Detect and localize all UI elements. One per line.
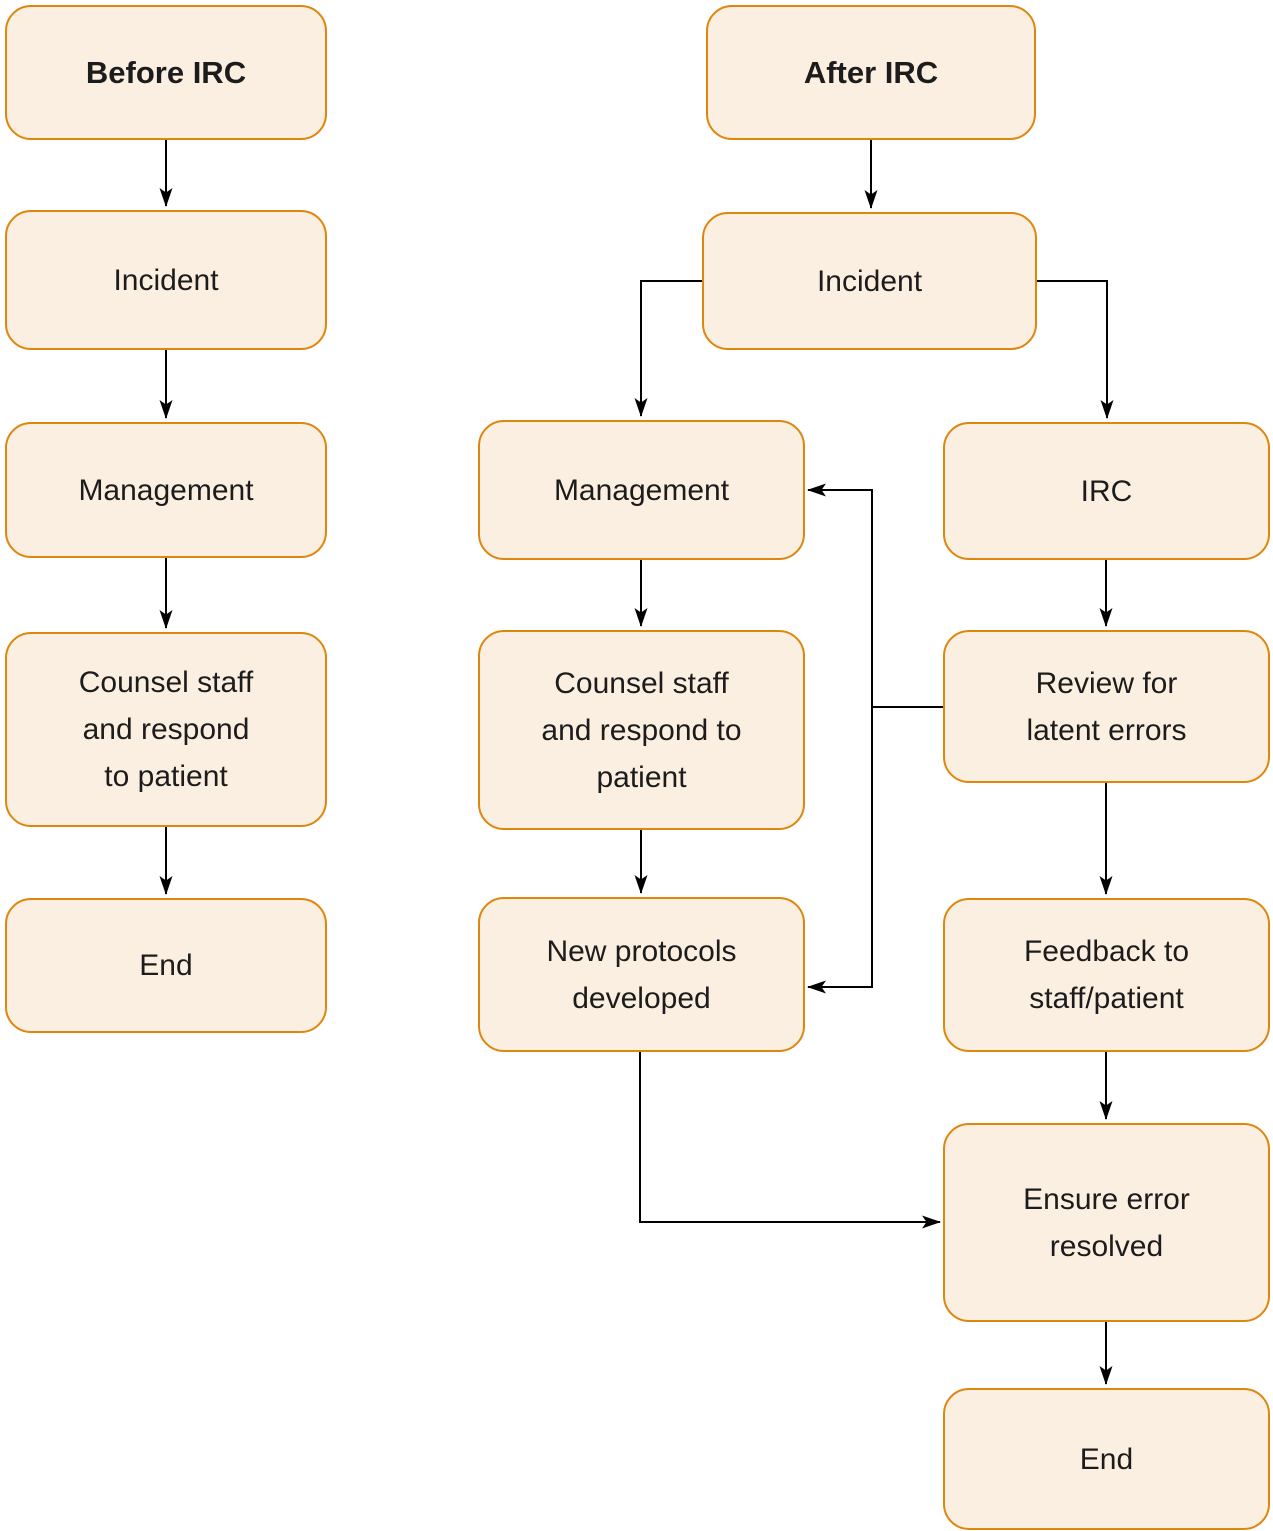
- node-label: Management: [78, 473, 254, 507]
- node-after-review: Review for latent errors: [943, 630, 1270, 783]
- node-label: Feedback to staff/patient: [1023, 935, 1190, 1015]
- node-after-feedback: Feedback to staff/patient: [943, 898, 1270, 1052]
- arrow-new-protocols-to-ensure: [639, 1052, 941, 1229]
- node-after-end: End: [943, 1388, 1270, 1530]
- node-before-counsel: Counsel staff and respond to patient: [5, 632, 327, 827]
- node-label: Ensure error resolved: [1023, 1182, 1190, 1263]
- node-after-new-protocols: New protocols developed: [478, 897, 805, 1052]
- node-after-counsel: Counsel staff and respond to patient: [478, 630, 805, 830]
- node-label: After IRC: [803, 55, 939, 90]
- node-label: IRC: [1080, 474, 1133, 508]
- node-label: Incident: [113, 263, 219, 297]
- arrow-review-to-new-protocols: [807, 707, 873, 994]
- node-after-ensure: Ensure error resolved: [943, 1123, 1270, 1322]
- node-label: New protocols developed: [546, 934, 737, 1015]
- node-after-incident: Incident: [702, 212, 1037, 350]
- arrow-incident-to-irc: [1037, 280, 1114, 419]
- node-before-irc-title: Before IRC: [5, 5, 327, 140]
- node-label: Management: [553, 473, 730, 507]
- node-label: Counsel staff and respond to patient: [78, 666, 254, 793]
- node-before-management: Management: [5, 422, 327, 558]
- node-after-irc: IRC: [943, 422, 1270, 560]
- arrow-incident-to-management: [634, 280, 702, 417]
- node-after-management: Management: [478, 420, 805, 560]
- node-after-irc-title: After IRC: [706, 5, 1036, 140]
- node-label: Before IRC: [85, 55, 247, 90]
- node-label: Incident: [816, 264, 923, 298]
- node-before-end: End: [5, 898, 327, 1033]
- node-label: Counsel staff and respond to patient: [541, 666, 742, 794]
- node-before-incident: Incident: [5, 210, 327, 350]
- node-label: End: [139, 949, 193, 982]
- node-label: Review for latent errors: [1026, 666, 1187, 747]
- node-label: End: [1079, 1442, 1134, 1476]
- arrow-review-to-management: [807, 483, 943, 708]
